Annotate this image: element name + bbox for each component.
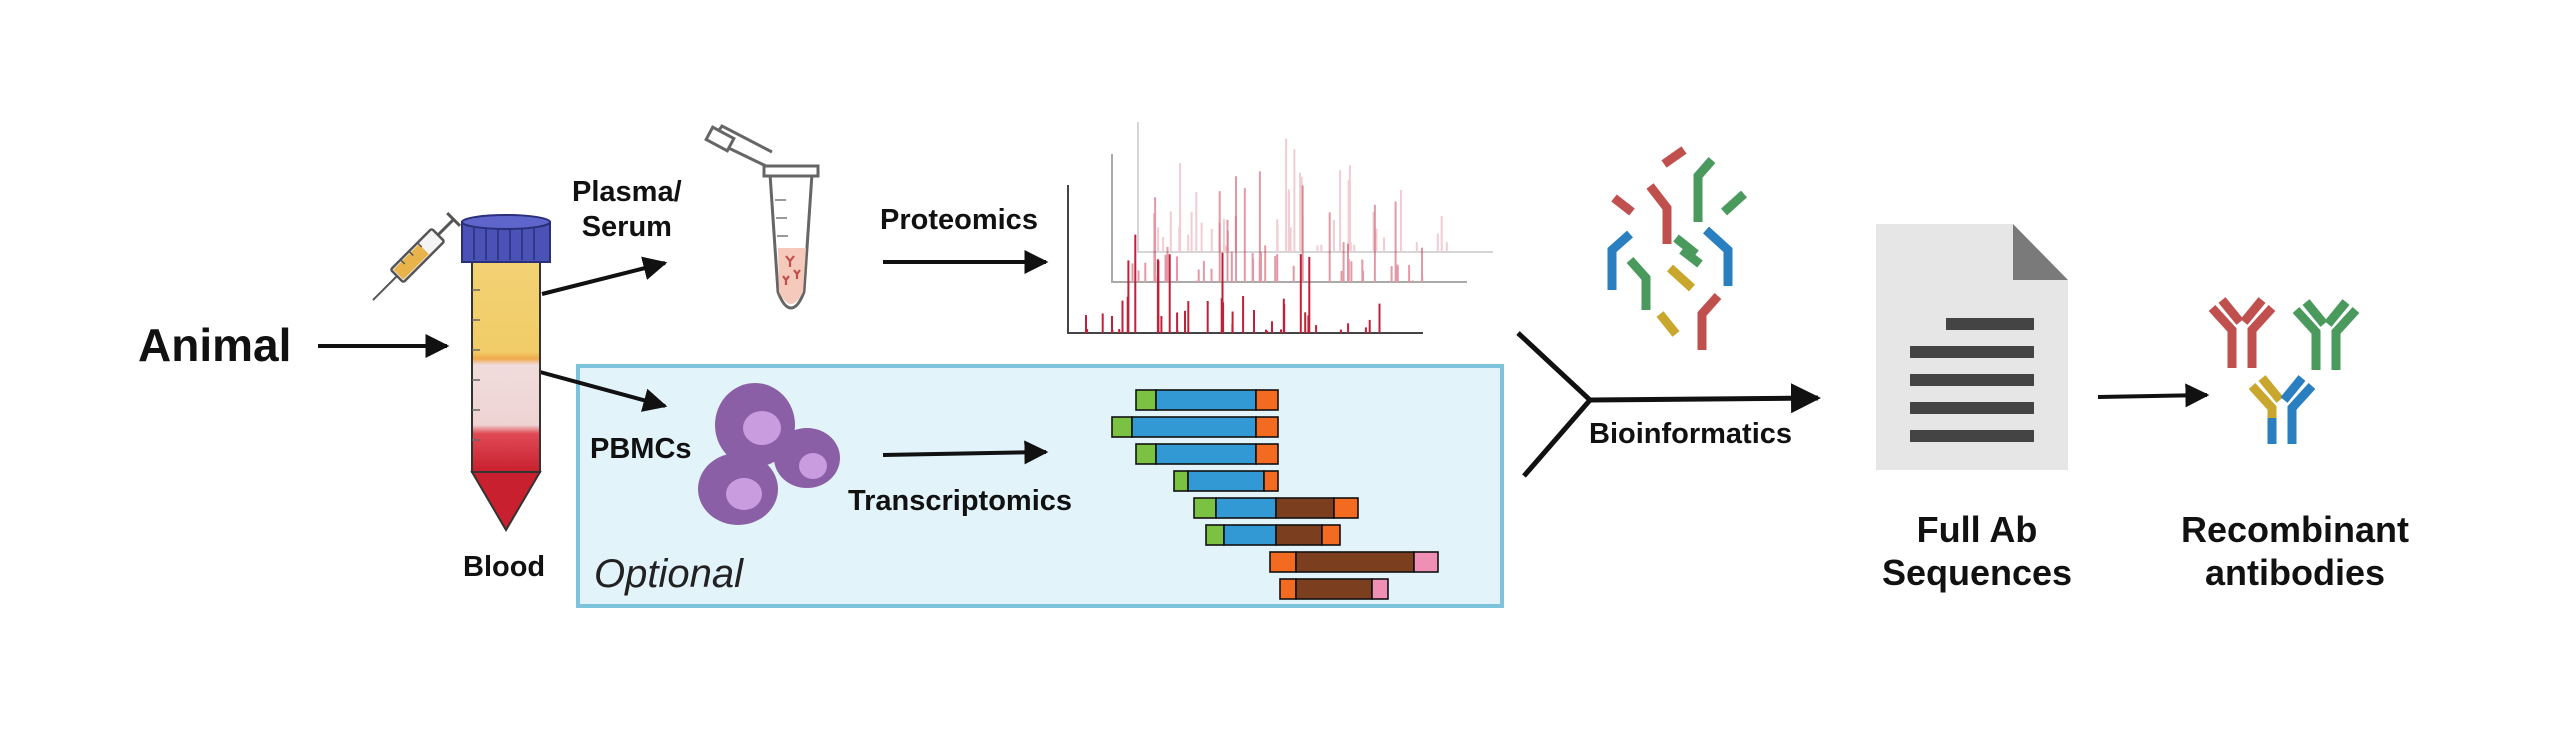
blood-label: Blood [463, 551, 546, 583]
recombinant-antibodies-icon [2208, 297, 2360, 444]
arrow-blood-to-plasma [541, 256, 668, 296]
contig-row [1173, 470, 1279, 492]
contig-row [1135, 443, 1279, 465]
plasma-label-line2: Serum [581, 210, 672, 243]
full-ab-line2: Sequences [1881, 552, 2073, 594]
arrow-transcriptomics [882, 440, 1049, 465]
recombinant-antibodies-label: Recombinant antibodies [2170, 508, 2420, 594]
arrow-blood-to-pbmcs [539, 370, 668, 412]
syringe-icon [372, 212, 461, 301]
falcon-tube-icon [461, 214, 551, 532]
contig-row [1135, 389, 1279, 411]
spectrum-layer [1137, 122, 1493, 253]
bioinformatics-label: Bioinformatics [1589, 418, 1793, 450]
pbmc-cells-icon [698, 383, 840, 525]
optional-label: Optional [594, 552, 743, 596]
recombinant-line1: Recombinant [2180, 509, 2410, 550]
contig-row [1269, 551, 1439, 573]
contig-row [1111, 416, 1279, 438]
transcriptomics-label: Transcriptomics [848, 485, 1073, 517]
microtube-icon [704, 124, 820, 310]
pbmcs-label: PBMCs [590, 433, 692, 465]
arrow-to-recombinant [2097, 383, 2210, 408]
plasma-serum-label: Plasma/ Serum [572, 175, 682, 245]
contig-row [1279, 578, 1389, 600]
proteomics-label: Proteomics [880, 204, 1038, 236]
contig-row [1193, 497, 1359, 519]
full-ab-line1: Full Ab [1916, 509, 2038, 550]
recombinant-line2: antibodies [2204, 552, 2386, 594]
merge-connector [1516, 331, 1821, 478]
document-icon [1876, 224, 2068, 470]
spectrum-layer [1111, 154, 1467, 283]
antibody-fragments-icon [1607, 146, 1748, 350]
sequence-contigs-icon [1111, 389, 1439, 600]
plasma-label-line1: Plasma/ [572, 176, 682, 208]
full-ab-sequences-label: Full Ab Sequences [1872, 508, 2082, 594]
spectrum-layer [1067, 185, 1423, 334]
contig-row [1205, 524, 1341, 546]
mass-spectra-icon [1067, 122, 1493, 334]
animal-label: Animal [138, 319, 292, 371]
